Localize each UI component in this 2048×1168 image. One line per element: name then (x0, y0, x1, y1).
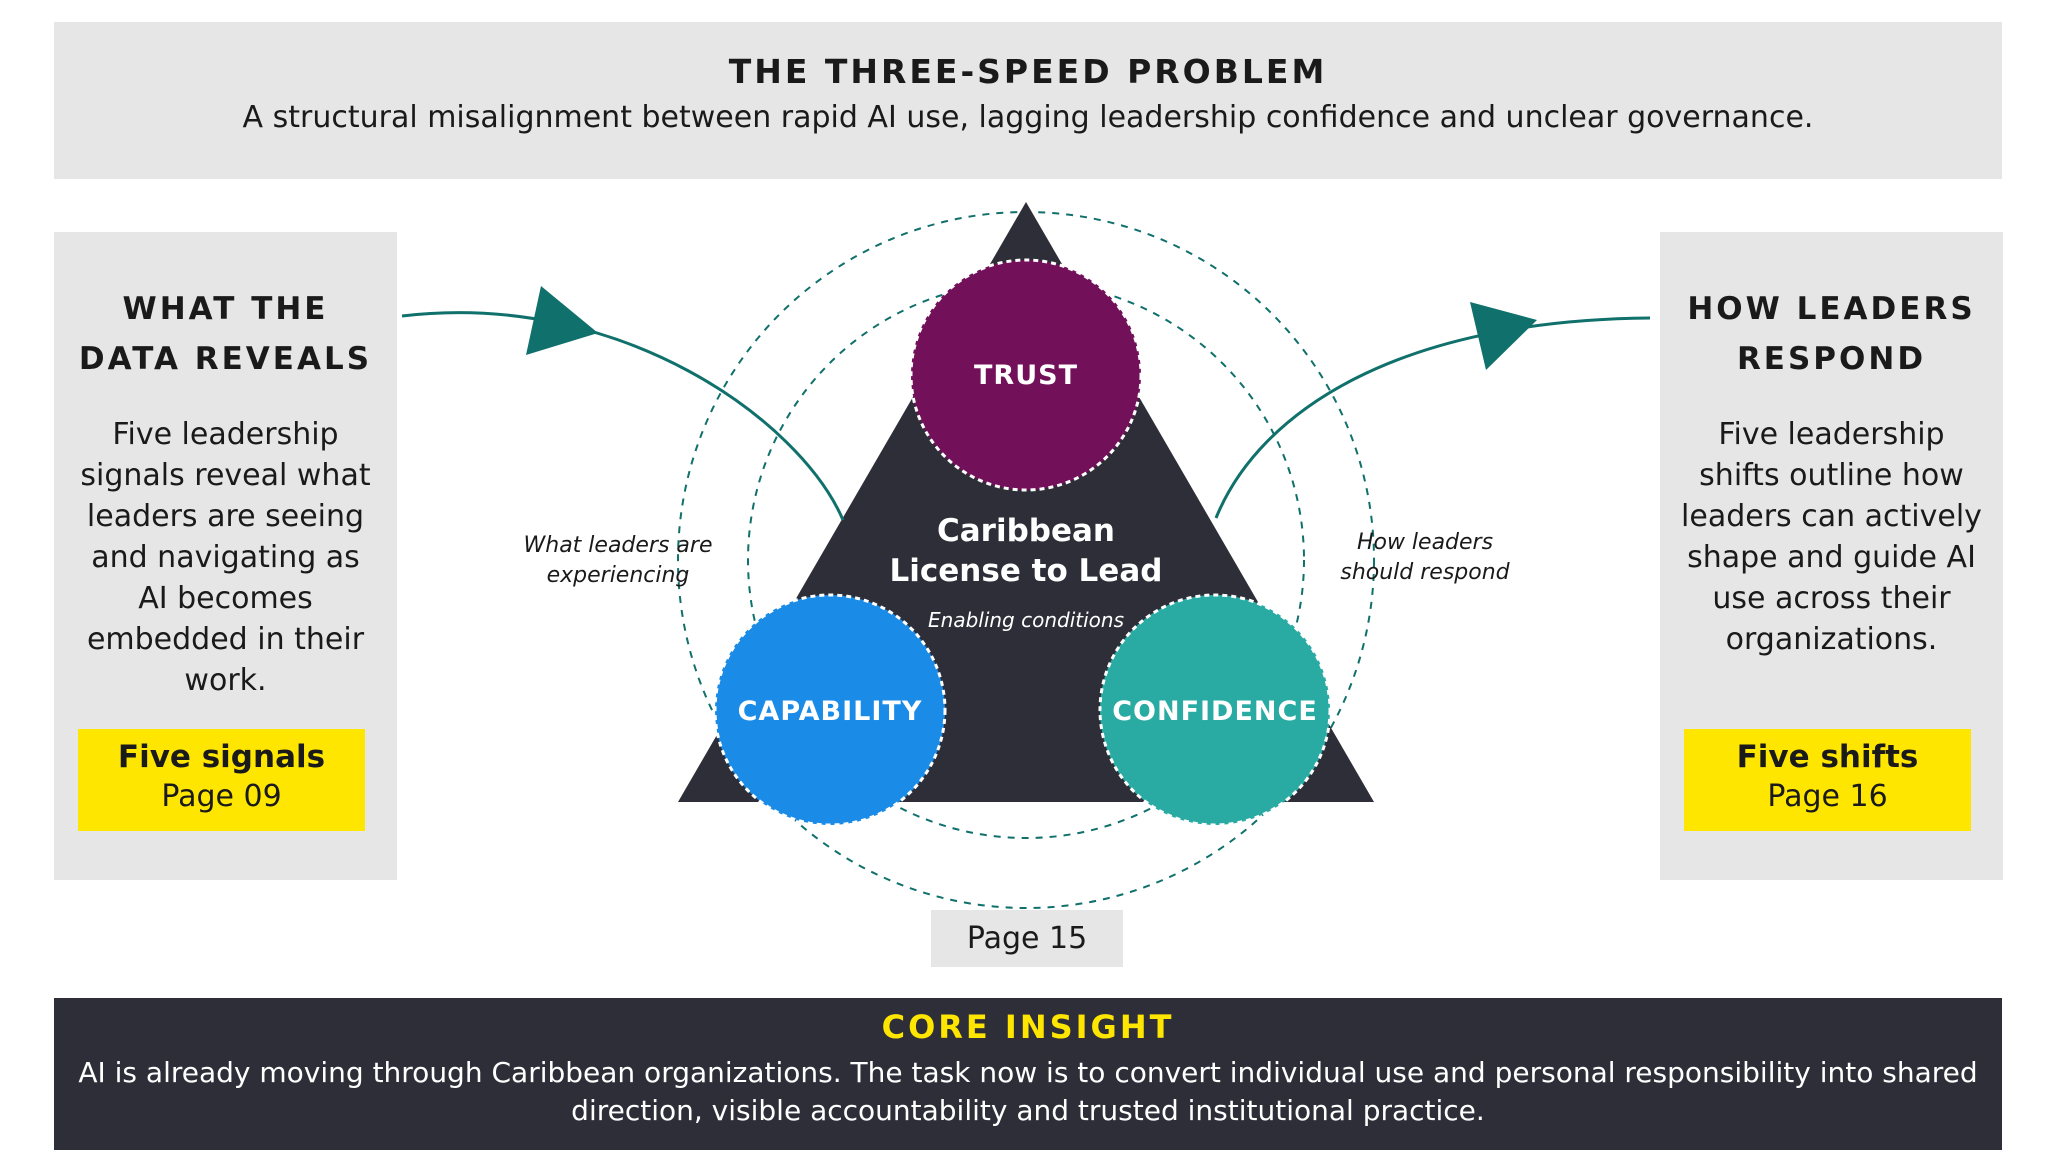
trust-circle[interactable] (909, 258, 1143, 492)
left-heading-line-2: DATA REVEALS (78, 341, 373, 377)
left-panel-data-reveals: WHAT THE DATA REVEALS Five leadership si… (54, 232, 397, 880)
page-15-link[interactable]: Page 15 (931, 910, 1123, 967)
right-panel-heading: HOW LEADERS RESPOND (1660, 284, 2003, 384)
right-heading-line-1: HOW LEADERS (1687, 291, 1976, 327)
left-annotation-line-1: What leaders are (524, 533, 713, 558)
five-signals-title: Five signals (117, 739, 326, 775)
enabling-triangle (678, 202, 1374, 802)
center-title-line-1: Caribbean (937, 513, 1115, 549)
five-signals-link[interactable]: Five signals Page 09 (78, 729, 365, 831)
right-arrow-curve (1214, 316, 1651, 519)
capability-circle[interactable] (713, 593, 947, 827)
five-signals-page: Page 09 (161, 779, 282, 814)
center-title-line-2: License to Lead (890, 553, 1163, 589)
five-shifts-title: Five shifts (1736, 739, 1919, 775)
right-panel-leaders-respond: HOW LEADERS RESPOND Five leadership shif… (1660, 232, 2003, 880)
right-body-line: shape and guide AI (1687, 540, 1976, 575)
right-body-line: leaders can actively (1681, 499, 1982, 534)
core-insight-line-2: direction, visible accountability and tr… (571, 1094, 1485, 1127)
left-body-line: Five leadership (112, 417, 339, 452)
left-panel-heading: WHAT THE DATA REVEALS (54, 284, 397, 384)
left-panel-body: Five leadership signals reveal what lead… (54, 414, 397, 701)
left-body-line: and navigating as (91, 540, 360, 575)
right-body-line: use across their (1712, 581, 1951, 616)
confidence-circle[interactable] (1098, 593, 1332, 827)
left-heading-line-1: WHAT THE (122, 291, 329, 327)
right-panel-body: Five leadership shifts outline how leade… (1660, 414, 2003, 660)
core-insight-banner: CORE INSIGHT AI is already moving throug… (54, 998, 2002, 1150)
left-arrow-curve (401, 311, 845, 521)
banner-title: THE THREE-SPEED PROBLEM (728, 52, 1328, 91)
five-shifts-page: Page 16 (1767, 779, 1888, 814)
core-insight-line-1: AI is already moving through Caribbean o… (78, 1056, 1978, 1089)
left-annotation-line-2: experiencing (547, 563, 690, 588)
right-body-line: Five leadership (1718, 417, 1945, 452)
center-caption: Enabling conditions (928, 608, 1124, 632)
left-body-line: AI becomes (138, 581, 313, 616)
core-insight-title: CORE INSIGHT (881, 1008, 1175, 1046)
capability-label: CAPABILITY (738, 696, 923, 727)
banner-subtitle: A structural misalignment between rapid … (242, 100, 1814, 135)
five-shifts-link[interactable]: Five shifts Page 16 (1684, 729, 1971, 831)
core-insight-body: AI is already moving through Caribbean o… (54, 1054, 2002, 1130)
outer-dashed-ring (677, 211, 1375, 909)
left-body-line: leaders are seeing (86, 499, 365, 534)
left-body-line: embedded in their (86, 622, 365, 657)
left-body-line: work. (184, 663, 267, 698)
right-heading-line-2: RESPOND (1736, 341, 1927, 377)
left-arrow-head (526, 286, 598, 355)
right-arrow-head (1470, 302, 1537, 370)
right-body-line: shifts outline how (1699, 458, 1964, 493)
confidence-label: CONFIDENCE (1112, 696, 1318, 727)
right-annotation-line-1: How leaders (1357, 530, 1493, 555)
right-annotation-line-2: should respond (1340, 560, 1510, 585)
right-body-line: organizations. (1725, 622, 1938, 657)
title-banner: THE THREE-SPEED PROBLEM A structural mis… (54, 22, 2002, 179)
trust-label: TRUST (974, 360, 1078, 391)
left-body-line: signals reveal what (80, 458, 371, 493)
inner-dashed-ring (747, 281, 1305, 839)
